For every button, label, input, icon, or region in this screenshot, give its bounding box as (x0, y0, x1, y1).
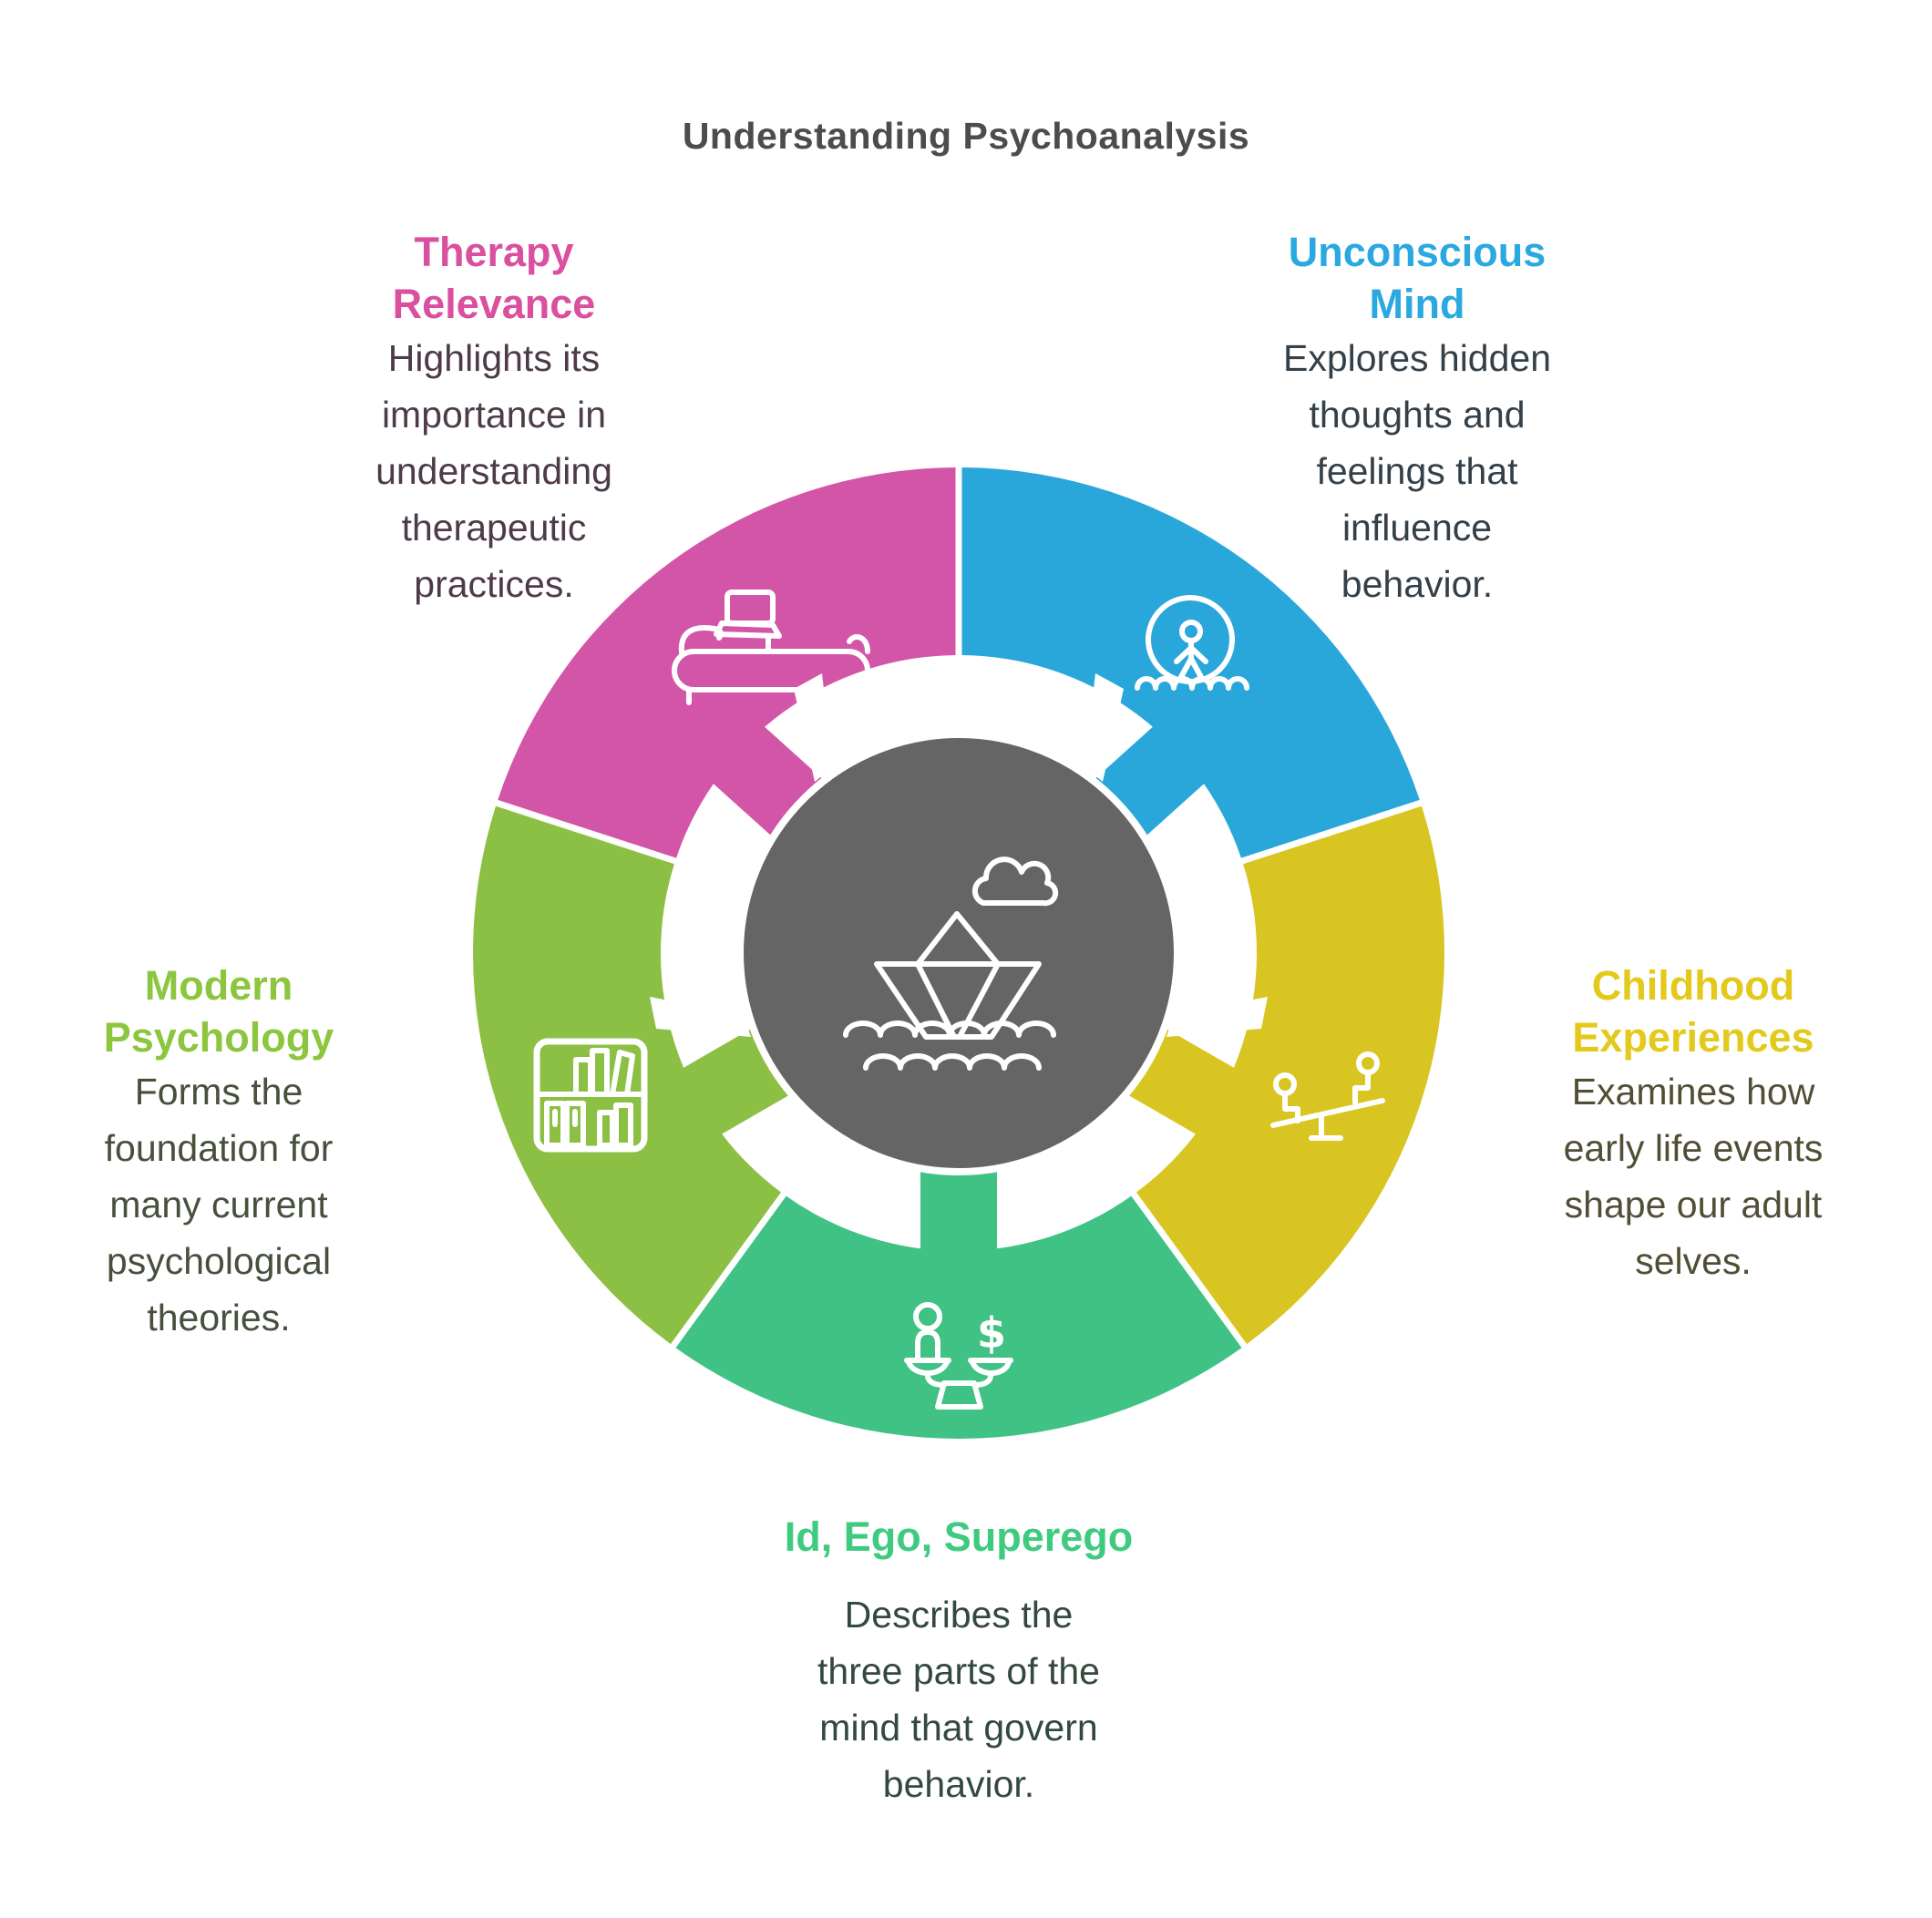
section-modern-psychology: Modern Psychology Forms the foundation f… (0, 959, 437, 1346)
section-unconscious-mind: Unconscious Mind Explores hidden thought… (1189, 226, 1645, 612)
section-childhood-experiences: Childhood Experiences Examines how early… (1475, 959, 1912, 1289)
section-description: Forms the foundation for many current ps… (104, 1071, 334, 1338)
submerged-person-icon (1135, 595, 1249, 691)
seesaw-icon (1270, 1051, 1385, 1141)
diagram-title: Understanding Psychoanalysis (682, 115, 1250, 157)
section-heading: Modern Psychology (103, 962, 334, 1061)
section-heading: Childhood Experiences (1572, 962, 1814, 1061)
section-therapy-relevance: Therapy Relevance Highlights its importa… (266, 226, 722, 612)
center-circle (736, 731, 1181, 1175)
bookshelf-icon (533, 1038, 648, 1153)
tab-notches (650, 673, 1268, 1037)
paper-boat-icon (843, 856, 1059, 1071)
section-heading: Unconscious Mind (1288, 229, 1547, 327)
section-heading: Therapy Relevance (392, 229, 596, 327)
couch-icon (672, 590, 870, 705)
balance-scale-icon: $ (904, 1302, 1013, 1410)
segment-id-ego-superego (675, 1168, 1242, 1439)
section-description: Examines how early life events shape our… (1563, 1071, 1824, 1282)
section-id-ego-superego: Id, Ego, Superego Describes the three pa… (704, 1511, 1214, 1812)
section-description: Highlights its importance in understandi… (375, 337, 612, 605)
section-heading: Id, Ego, Superego (784, 1513, 1134, 1560)
section-description: Explores hidden thoughts and feelings th… (1282, 337, 1552, 605)
section-description: Describes the three parts of the mind th… (817, 1594, 1100, 1805)
svg-text:$: $ (977, 1308, 1006, 1358)
